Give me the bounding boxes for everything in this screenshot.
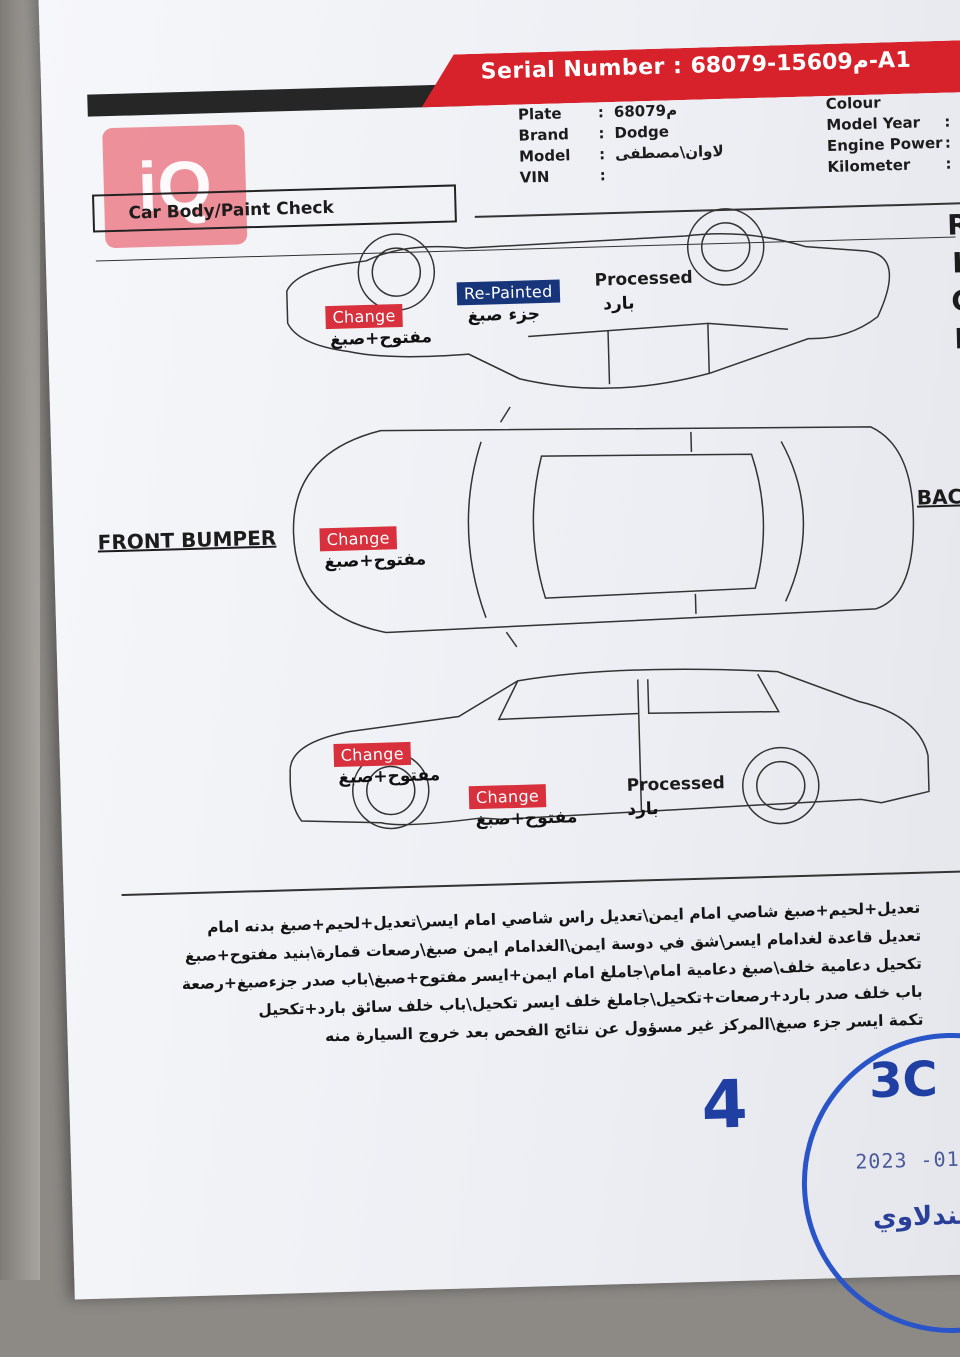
change-tag-4: Change xyxy=(468,784,547,810)
car-side-view-flipped xyxy=(286,208,891,390)
stamp-date: 2023 -01- 0 6 xyxy=(854,1145,960,1174)
repainted-ar: جزء صبغ xyxy=(467,304,541,327)
change-ar-2: مفتوح+صبغ xyxy=(324,549,427,573)
inspection-notes: تعديل+لحيم+صبغ شاصي امام ايمن\تعديل راس … xyxy=(160,894,924,1055)
cutoff-letter-4: I xyxy=(953,322,960,356)
inspection-sheet: Serial Number : م15609-68079-A1 Plate:م6… xyxy=(38,0,960,1338)
cutoff-letter-1: R xyxy=(946,208,960,242)
processed-ar-2: بارد xyxy=(627,798,659,820)
repainted-tag: Re-Painted xyxy=(456,279,560,306)
change-ar-4: مفتوح+صبغ xyxy=(475,807,578,831)
car-side-view xyxy=(289,668,930,830)
processed-label-2: Processed xyxy=(626,773,726,796)
change-ar-3: مفتوح+صبغ xyxy=(338,765,441,788)
back-label: BACK xyxy=(916,483,960,510)
change-ar-1: مفتوح+صبغ xyxy=(329,327,433,350)
change-tag-3: Change xyxy=(333,741,412,768)
processed-ar-1: بارد xyxy=(602,293,635,315)
change-tag-2: Change xyxy=(319,526,398,552)
desk-edge xyxy=(0,0,40,1280)
car-top-view xyxy=(292,406,915,648)
front-bumper-label: FRONT BUMPER xyxy=(97,525,277,555)
stamp-code: 3C xyxy=(868,1051,939,1110)
cutoff-letter-3: C xyxy=(950,284,960,318)
processed-label-1: Processed xyxy=(594,267,693,291)
car-diagram xyxy=(286,208,930,830)
change-tag-1: Change xyxy=(325,303,403,330)
cutoff-letter-2: I xyxy=(951,246,960,280)
stamp-name: المندلاوي xyxy=(872,1199,960,1234)
page-number: 4 xyxy=(700,1065,749,1144)
